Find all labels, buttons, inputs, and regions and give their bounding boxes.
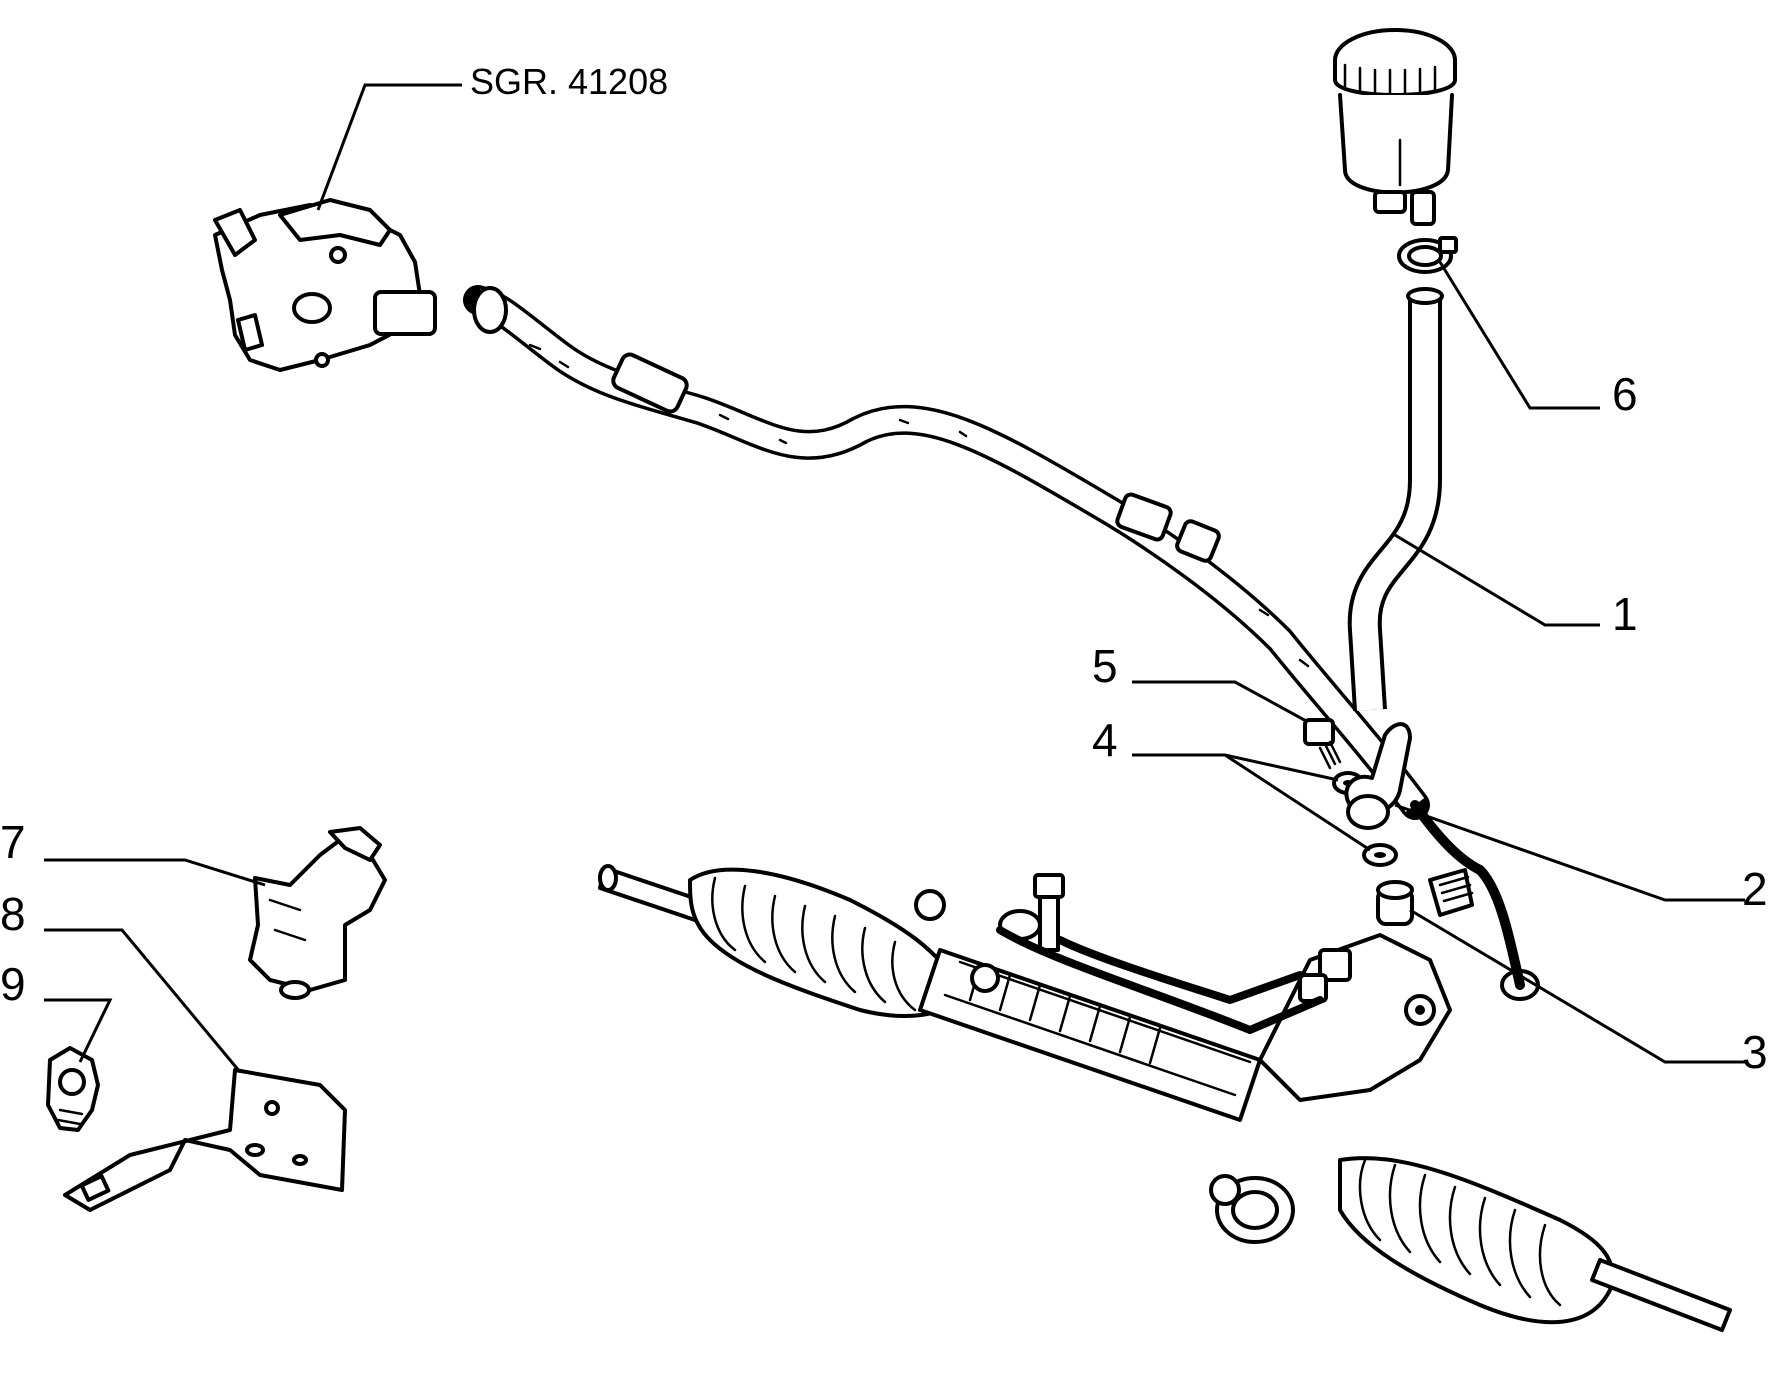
callout-8: 8	[0, 888, 26, 940]
callout-6: 6	[1612, 368, 1638, 420]
callout-7: 7	[0, 816, 26, 868]
clip	[46, 1046, 100, 1132]
pressure-hose	[463, 285, 1540, 1001]
callout-1: 1	[1612, 588, 1638, 640]
callout-3: 3	[1742, 1026, 1768, 1078]
callout-2: 2	[1742, 863, 1768, 915]
hose-clamp	[1397, 236, 1458, 274]
leader-lines	[44, 83, 1745, 1073]
callout-4: 4	[1092, 714, 1118, 766]
return-hose	[1347, 287, 1444, 712]
steering-rack	[598, 864, 1732, 1332]
mounting-plate	[63, 1068, 347, 1212]
callout-9: 9	[0, 958, 26, 1010]
fluid-reservoir	[1333, 28, 1457, 226]
power-steering-pump	[213, 198, 437, 372]
labels: SGR. 41208 6 1 5 4 2 3 7 8 9	[0, 61, 1768, 1078]
banjo-fitting-assembly	[1303, 718, 1414, 926]
reference-label: SGR. 41208	[470, 61, 668, 102]
callout-5: 5	[1092, 640, 1118, 692]
rack-bracket	[248, 826, 387, 1000]
